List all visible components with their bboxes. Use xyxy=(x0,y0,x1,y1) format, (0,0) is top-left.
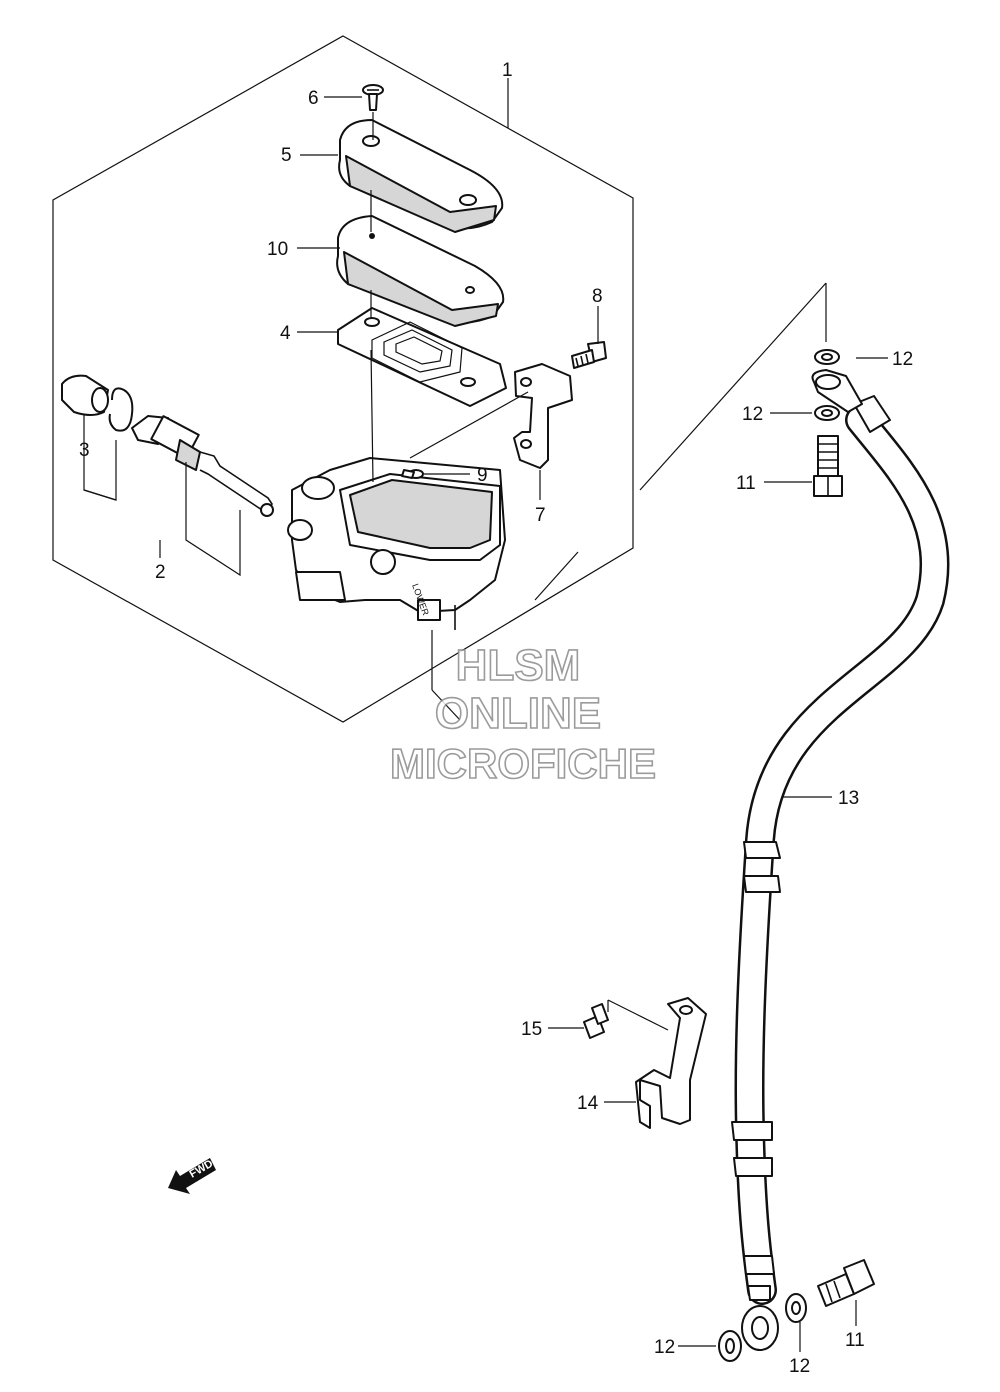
callout-12-upper-1: 12 xyxy=(892,349,913,370)
callout-5: 5 xyxy=(281,145,292,166)
diaphragm xyxy=(337,307,507,407)
fwd-arrow-icon: FWD xyxy=(168,1158,216,1194)
callout-15: 15 xyxy=(521,1019,542,1040)
master-cylinder-body: LOWER xyxy=(287,457,506,630)
leader-lines xyxy=(159,78,888,1352)
union-bolt-upper xyxy=(813,435,843,497)
callout-12-lower-2: 12 xyxy=(789,1356,810,1377)
clamp-holder xyxy=(513,363,573,469)
washer-lower-1 xyxy=(718,1330,742,1362)
watermark: HLSM ONLINE MICROFICHE xyxy=(389,640,657,788)
watermark-line-1: HLSM xyxy=(456,641,581,690)
holder-bolt xyxy=(571,341,607,369)
small-screw xyxy=(401,469,424,479)
washer-upper-2 xyxy=(814,405,840,421)
callout-9: 9 xyxy=(477,465,488,486)
callout-11-lower: 11 xyxy=(845,1330,865,1351)
callout-13: 13 xyxy=(838,788,859,809)
dust-boot xyxy=(61,374,109,416)
reservoir-cap xyxy=(338,119,504,233)
callout-12-lower-1: 12 xyxy=(654,1337,675,1358)
callout-7: 7 xyxy=(535,505,546,526)
callout-6: 6 xyxy=(308,88,319,109)
union-bolt-lower xyxy=(817,1259,875,1307)
watermark-line-2: ONLINE xyxy=(435,689,601,738)
piston-set xyxy=(131,415,274,517)
callout-1: 1 xyxy=(502,60,513,81)
callout-3: 3 xyxy=(79,440,90,461)
reservoir-plate xyxy=(336,215,505,327)
callout-4: 4 xyxy=(280,323,291,344)
circlip xyxy=(108,387,134,432)
brake-hose xyxy=(731,369,950,1351)
callout-8: 8 xyxy=(592,286,603,307)
cap-screw xyxy=(362,84,384,111)
washer-lower-2 xyxy=(785,1293,807,1323)
assembly-outline xyxy=(52,35,634,723)
callout-10: 10 xyxy=(267,239,288,260)
washer-upper-1 xyxy=(814,349,840,365)
watermark-line-3: MICROFICHE xyxy=(390,740,656,787)
hose-bracket xyxy=(635,997,707,1129)
callout-12-upper-2: 12 xyxy=(742,404,763,425)
bracket-bolt xyxy=(583,1003,609,1039)
callout-11-upper: 11 xyxy=(736,473,756,494)
callout-2: 2 xyxy=(155,562,166,583)
callout-14: 14 xyxy=(577,1093,599,1114)
